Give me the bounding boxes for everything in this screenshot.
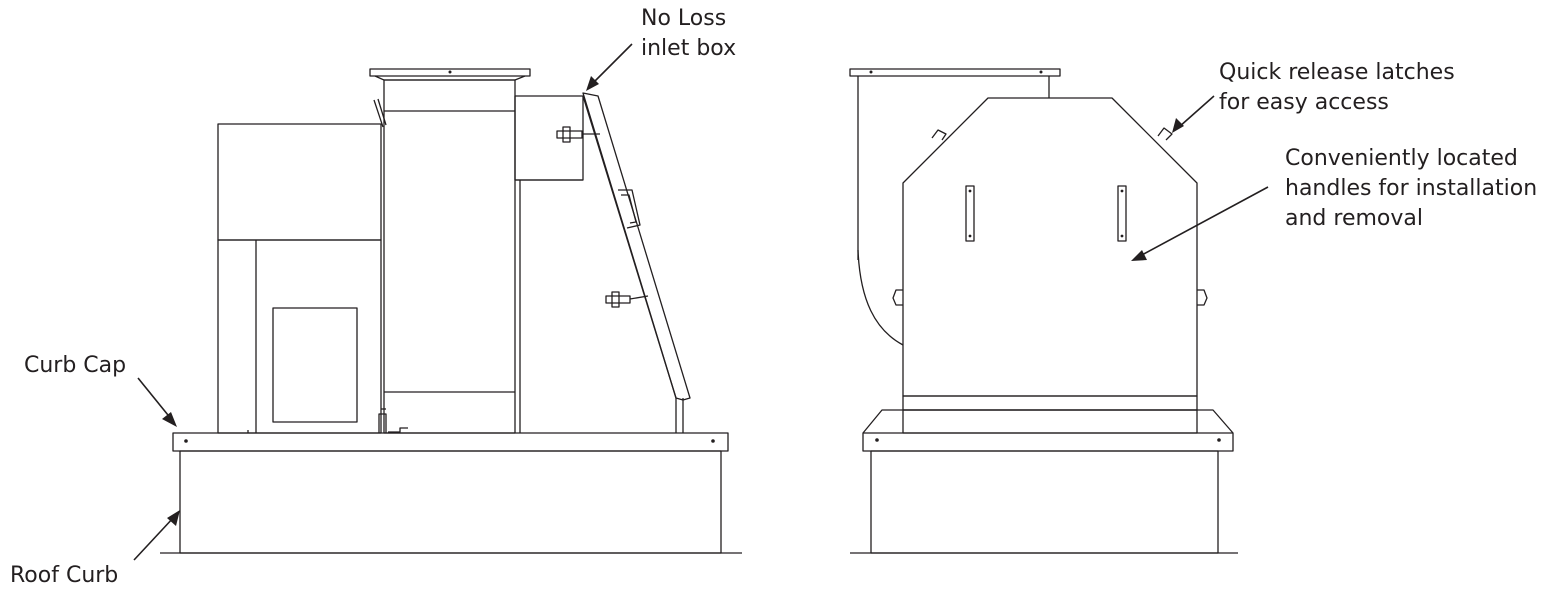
curb-cap-front — [862, 432, 1234, 452]
inlet-latch-bottom — [605, 291, 649, 308]
leader-curb-cap — [137, 377, 173, 421]
access-panel — [272, 307, 358, 423]
leader-latches — [1178, 95, 1215, 128]
motor-lower-panel — [217, 239, 382, 434]
curb-cap-side — [172, 432, 729, 452]
callout-line: handles for installation — [1285, 176, 1538, 201]
installation-handle — [965, 185, 975, 242]
inlet-box-front — [902, 97, 1198, 397]
top-flange-front — [849, 68, 1061, 77]
leader-handles — [1139, 186, 1269, 257]
curb-cap-bolt — [184, 439, 188, 443]
fan-housing — [383, 79, 516, 434]
callout-line: Quick release latches — [1219, 60, 1455, 85]
callout-line: and removal — [1285, 206, 1423, 231]
callout-line: Conveniently located — [1285, 146, 1518, 171]
callout-line: Curb Cap — [24, 353, 127, 378]
roof-curb-side — [179, 450, 722, 554]
motor-housing — [217, 123, 382, 241]
installation-handle — [1117, 185, 1127, 242]
front-view — [849, 68, 1238, 554]
quick-release-latch — [1157, 127, 1173, 141]
leader-roof-curb — [133, 516, 175, 561]
side-view — [160, 68, 742, 554]
callout-line: No Loss — [641, 6, 727, 31]
callout-line: for easy access — [1219, 90, 1389, 115]
leader-no-loss — [591, 43, 633, 85]
callout-curb-cap: Curb Cap — [24, 351, 126, 381]
callout-line: Roof Curb — [10, 563, 119, 588]
roof-curb-front — [870, 450, 1219, 554]
leader-arrows — [133, 43, 1269, 561]
callout-quick-release-latches: Quick release latches for easy access — [1219, 58, 1455, 118]
top-flange — [369, 68, 531, 77]
inlet-latch-top — [556, 126, 600, 143]
callout-roof-curb: Roof Curb — [10, 561, 118, 591]
no-loss-inlet-box — [514, 92, 691, 433]
callout-no-loss-inlet-box: No Loss inlet box — [641, 4, 736, 64]
callout-handles: Conveniently located handles for install… — [1285, 144, 1537, 234]
curb-cap-bolt — [711, 439, 715, 443]
callout-line: inlet box — [641, 36, 737, 61]
